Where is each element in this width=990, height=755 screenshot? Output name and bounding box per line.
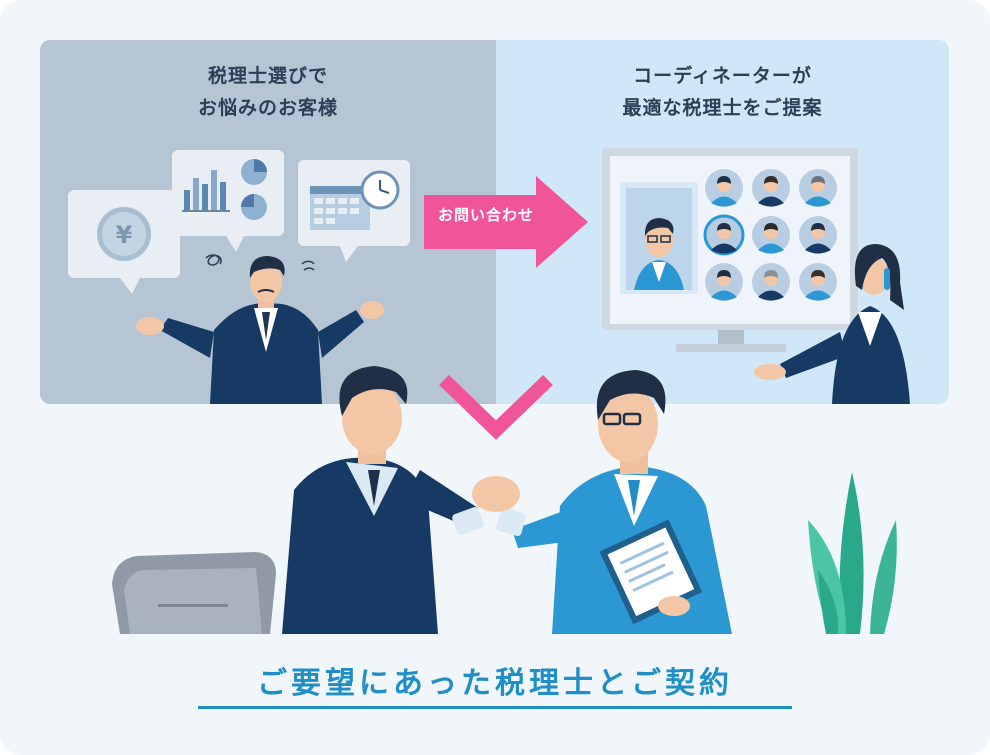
- bar-chart-icon: [182, 170, 230, 212]
- inquiry-arrow: [424, 176, 588, 268]
- advisor-avatar: [703, 214, 745, 256]
- customer-heading: 税理士選びで お悩みのお客様: [40, 60, 496, 124]
- plant-icon: [808, 472, 897, 634]
- coordinator-heading: コーディネーターが 最適な税理士をご提案: [496, 60, 949, 124]
- advisor-avatar: [799, 216, 837, 254]
- advisor-avatar: [752, 169, 790, 207]
- inquiry-label: お問い合わせ: [437, 206, 534, 224]
- coordinator-heading-line1: コーディネーターが: [633, 65, 812, 87]
- chair-icon: [112, 552, 276, 634]
- worry-squiggles: [205, 254, 315, 271]
- chart-bubble: [172, 150, 284, 252]
- yen-bubble: ¥: [68, 190, 180, 294]
- calendar-bubble: [298, 160, 410, 262]
- advisor-grid: [703, 169, 837, 301]
- down-chevron-icon: [439, 374, 553, 440]
- advisor-avatar: [752, 263, 790, 301]
- pie-chart-icon: [241, 159, 267, 220]
- phone-icon: [884, 268, 890, 290]
- advisor-businessman-figure: [472, 370, 732, 634]
- yen-coin-icon: ¥: [97, 207, 151, 261]
- contract-title: ご要望にあった税理士とご契約: [257, 666, 733, 701]
- worried-customer-figure: [136, 256, 384, 404]
- handshake-hands: [472, 476, 520, 512]
- coordinator-heading-line2: 最適な税理士をご提案: [622, 97, 823, 119]
- calendar-icon: [310, 186, 370, 230]
- customer-heading-line1: 税理士選びで: [207, 65, 328, 87]
- clock-icon: [360, 170, 400, 210]
- client-businessman-figure: [282, 366, 484, 634]
- contract-title-underline: [198, 706, 792, 709]
- advisor-avatar: [705, 169, 743, 207]
- advisor-avatar: [752, 216, 790, 254]
- advisor-avatar: [705, 263, 743, 301]
- customer-heading-line2: お悩みのお客様: [197, 97, 338, 119]
- coordinator-figure: [754, 244, 910, 404]
- svg-text:¥: ¥: [116, 221, 133, 249]
- advisor-avatar: [799, 169, 837, 207]
- advisor-avatar: [799, 263, 837, 301]
